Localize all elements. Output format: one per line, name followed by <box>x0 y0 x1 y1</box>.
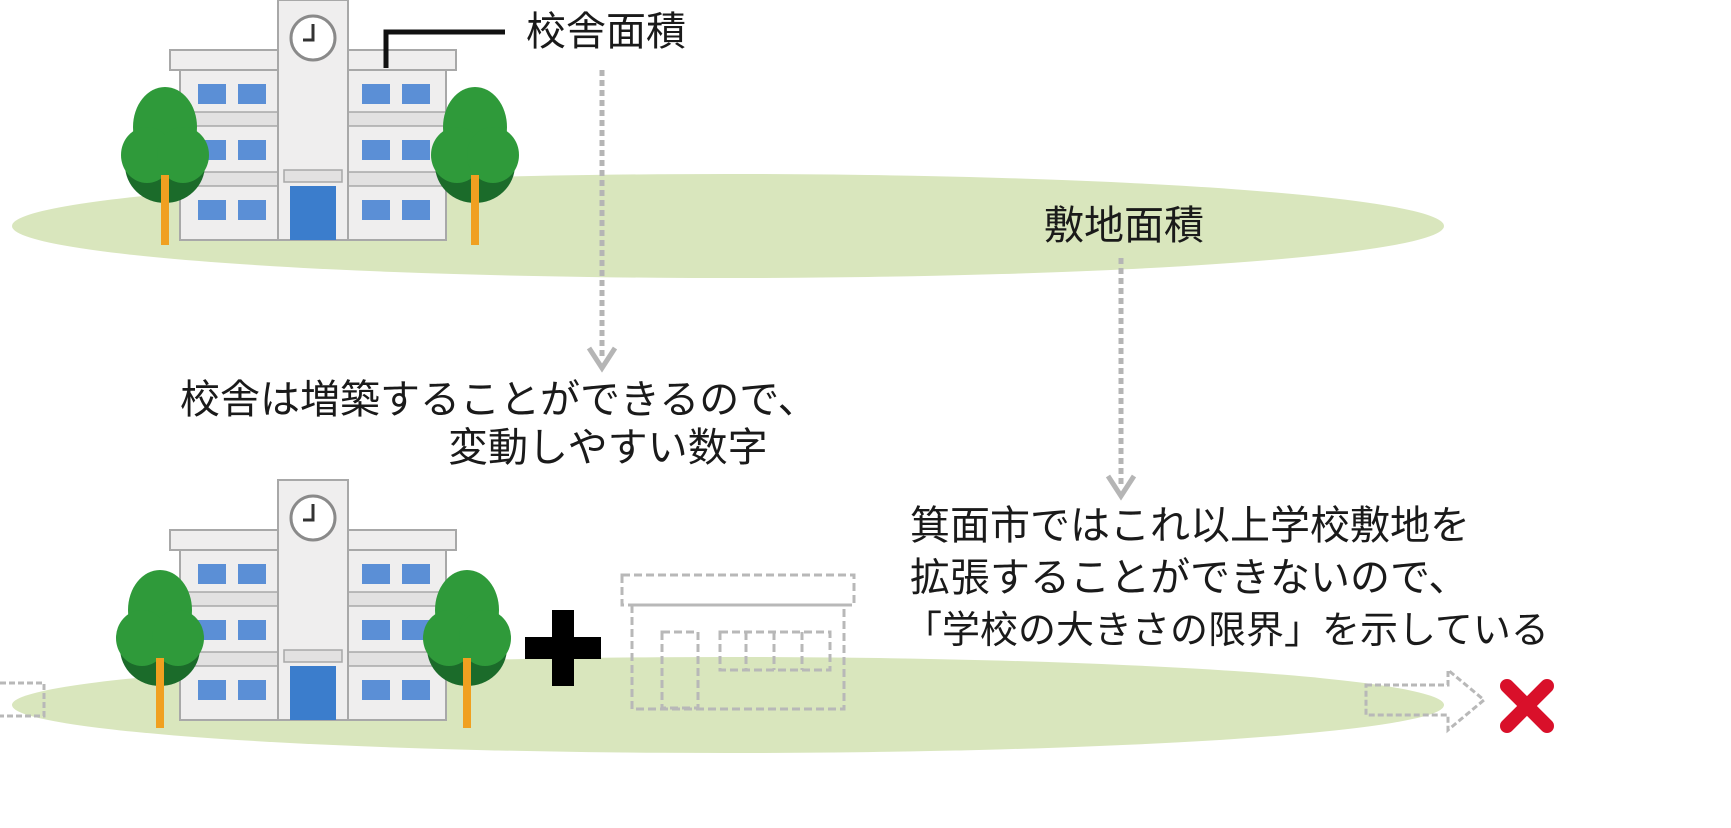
school-building-icon <box>168 0 458 242</box>
leader-line <box>383 29 505 68</box>
school-building-area-label: 校舎面積 <box>526 9 686 55</box>
site-note-line3: 「学校の大きさの限界」を示している <box>904 608 1549 652</box>
site-note-line1: 箕面市ではこれ以上学校敷地を <box>910 503 1470 549</box>
dashed-arrow-icon <box>1105 258 1137 501</box>
plus-icon <box>525 610 601 686</box>
extension-building-icon <box>620 573 856 711</box>
dashed-arrow-icon <box>586 70 618 373</box>
building-note-line1: 校舎は増築することができるので、 <box>180 377 818 423</box>
dashed-arrow-icon <box>1364 666 1487 734</box>
dashed-arrow-icon <box>0 681 46 718</box>
site-area-label: 敷地面積 <box>1044 203 1204 249</box>
cross-icon <box>1500 679 1554 733</box>
school-building-icon <box>168 478 458 722</box>
building-note-line2: 変動しやすい数字 <box>448 425 768 471</box>
site-note-line2: 拡張することができないので、 <box>910 555 1469 601</box>
